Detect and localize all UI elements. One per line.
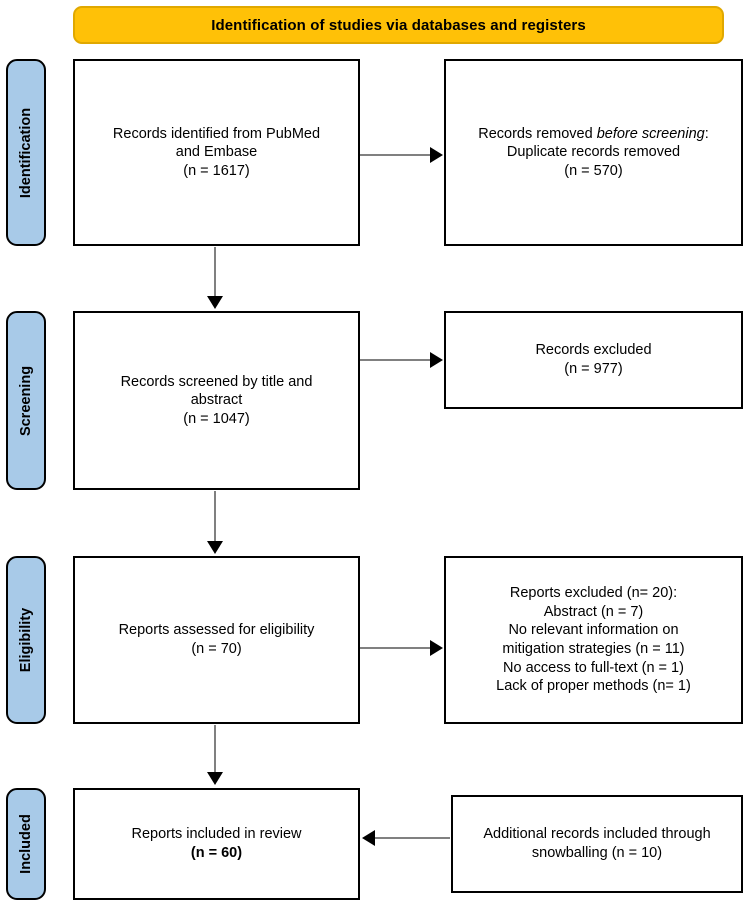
connector-screened-to-assessed-line — [214, 491, 216, 542]
box-additional-records-snowballing: Additional records included through snow… — [451, 795, 743, 893]
records-identified-line1: Records identified from PubMed — [112, 125, 321, 142]
reports-assessed-line1: Reports assessed for eligibility — [118, 622, 315, 639]
connector-snowballing-to-included-arrowhead — [362, 830, 375, 846]
stage-label-included-text: Included — [18, 814, 34, 874]
box-records-screened-text: Records screened by title and abstract (… — [121, 373, 313, 429]
box-reports-assessed-text: Reports assessed for eligibility (n = 70… — [119, 621, 315, 658]
box-reports-excluded-text: Reports excluded (n= 20): Abstract (n = … — [496, 584, 691, 695]
box-reports-excluded: Reports excluded (n= 20): Abstract (n = … — [444, 556, 743, 724]
stage-label-included: Included — [6, 788, 46, 900]
connector-identified-to-removed-arrowhead — [430, 147, 443, 163]
reports-excluded-line1: Reports excluded (n= 20): — [509, 585, 678, 602]
connector-screened-to-excluded-arrowhead — [430, 352, 443, 368]
records-identified-line2: and Embase — [175, 144, 258, 161]
box-records-identified-text: Records identified from PubMed and Embas… — [113, 125, 320, 181]
snowballing-line2: snowballing (n = 10) — [531, 845, 663, 861]
records-removed-emphasis: before screening — [596, 125, 705, 142]
box-snowballing-text: Additional records included through snow… — [483, 825, 710, 862]
connector-assessed-to-reports-excluded-arrowhead — [430, 640, 443, 656]
records-removed-suffix: : — [704, 125, 709, 142]
stage-label-eligibility: Eligibility — [6, 556, 46, 724]
connector-assessed-to-included-line — [214, 725, 216, 773]
records-excluded-count: (n = 977) — [564, 361, 623, 377]
box-records-removed-text: Records removed before screening: Duplic… — [478, 125, 709, 181]
reports-included-count: (n = 60) — [190, 845, 243, 861]
records-removed-line2: Duplicate records removed — [506, 144, 681, 161]
stage-label-identification: Identification — [6, 59, 46, 246]
connector-identified-to-removed-line — [360, 154, 432, 156]
box-records-removed: Records removed before screening: Duplic… — [444, 59, 743, 246]
records-screened-line2: abstract — [190, 392, 243, 409]
reports-excluded-line2: Abstract (n = 7) — [543, 603, 644, 620]
snowballing-line1: Additional records included through — [483, 826, 711, 843]
reports-excluded-line5: No access to full-text (n = 1) — [503, 659, 684, 676]
records-identified-count: (n = 1617) — [183, 162, 250, 179]
connector-screened-to-assessed-arrowhead — [207, 541, 223, 554]
box-records-excluded: Records excluded (n = 977) — [444, 311, 743, 409]
connector-assessed-to-included-arrowhead — [207, 772, 223, 785]
records-removed-line1: Records removed before screening: — [478, 125, 709, 144]
records-excluded-line1: Records excluded — [535, 342, 652, 359]
diagram-header-banner: Identification of studies via databases … — [73, 6, 724, 44]
connector-identified-to-screened-line — [214, 247, 216, 297]
reports-included-line1: Reports included in review — [131, 826, 302, 843]
box-reports-included: Reports included in review (n = 60) — [73, 788, 360, 900]
connector-screened-to-excluded-line — [360, 359, 432, 361]
box-reports-included-text: Reports included in review (n = 60) — [131, 825, 301, 862]
stage-label-identification-text: Identification — [18, 107, 35, 198]
connector-snowballing-to-included-line — [374, 837, 450, 839]
reports-excluded-line6: Lack of proper methods (n= 1) — [496, 678, 691, 695]
records-removed-count: (n = 570) — [564, 162, 623, 179]
stage-label-screening: Screening — [6, 311, 46, 490]
box-records-identified: Records identified from PubMed and Embas… — [73, 59, 360, 246]
records-screened-line1: Records screened by title and — [120, 373, 313, 390]
records-removed-prefix: Records removed — [478, 125, 597, 142]
records-screened-count: (n = 1047) — [183, 410, 250, 427]
reports-excluded-line4: mitigation strategies (n = 11) — [502, 641, 685, 657]
box-records-screened: Records screened by title and abstract (… — [73, 311, 360, 490]
connector-assessed-to-reports-excluded-line — [360, 647, 432, 649]
box-reports-assessed: Reports assessed for eligibility (n = 70… — [73, 556, 360, 724]
stage-label-screening-text: Screening — [18, 365, 35, 436]
reports-assessed-count: (n = 70) — [191, 641, 242, 657]
box-records-excluded-text: Records excluded (n = 977) — [535, 341, 651, 378]
connector-identified-to-screened-arrowhead — [207, 296, 223, 309]
reports-excluded-line3: No relevant information on — [508, 622, 679, 639]
stage-label-eligibility-text: Eligibility — [18, 607, 35, 673]
